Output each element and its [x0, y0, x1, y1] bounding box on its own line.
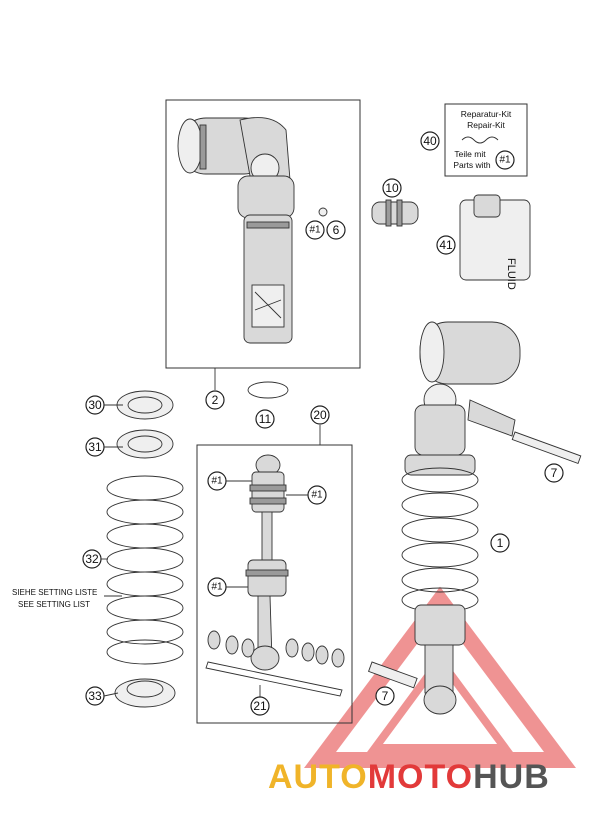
circlip-illustration — [247, 381, 289, 399]
spring-seat-33-illustration — [114, 678, 176, 708]
kit-label-line3: Teile mit — [454, 149, 486, 159]
fluid-can-illustration: FLUID — [459, 194, 531, 290]
callout-41: 41 — [436, 235, 456, 255]
svg-text:21: 21 — [253, 699, 267, 713]
hash-callout-kit: #1 — [495, 150, 515, 170]
svg-text:#1: #1 — [309, 225, 321, 236]
svg-text:30: 30 — [88, 398, 102, 412]
can-label: FLUID — [505, 258, 517, 290]
hash-callout-shock: #1 — [305, 220, 325, 240]
svg-text:#1: #1 — [211, 476, 223, 487]
callout-2: 2 — [205, 390, 225, 410]
svg-text:33: 33 — [88, 689, 102, 703]
svg-text:40: 40 — [423, 134, 437, 148]
svg-text:7: 7 — [551, 466, 558, 480]
callout-20: 20 — [310, 405, 330, 425]
callout-10: 10 — [382, 178, 402, 198]
kit-label-line2: Repair-Kit — [467, 120, 505, 130]
svg-text:2: 2 — [212, 393, 219, 407]
piston-rod-illustration — [245, 454, 289, 671]
svg-text:6: 6 — [333, 223, 340, 237]
spring-seat-31-illustration — [116, 429, 174, 459]
watermark-part2: MOTO — [368, 758, 473, 796]
svg-text:31: 31 — [88, 440, 102, 454]
frame-piston-rod-assembly — [196, 444, 353, 724]
svg-text:11: 11 — [259, 412, 272, 426]
callout-40: 40 — [420, 131, 440, 151]
hash-callout-piston-upper-left: #1 — [207, 471, 227, 491]
svg-text:#1: #1 — [499, 155, 511, 166]
watermark-part1: AUTO — [268, 758, 368, 796]
hash-callout-piston-lower: #1 — [207, 577, 227, 597]
svg-text:#1: #1 — [311, 490, 323, 501]
kit-label-line4: Parts with — [453, 160, 491, 170]
svg-text:20: 20 — [313, 408, 327, 422]
callout-21: 21 — [250, 696, 270, 716]
setting-note-line1: SIEHE SETTING LISTE — [12, 588, 97, 597]
svg-text:41: 41 — [439, 238, 453, 252]
hash-callout-piston-upper-right: #1 — [307, 485, 327, 505]
kit-label-line1: Reparatur-Kit — [461, 109, 512, 119]
bolt-illustration — [368, 661, 418, 689]
callout-32: 32 — [82, 549, 102, 569]
svg-text:10: 10 — [385, 181, 399, 195]
svg-text:#1: #1 — [211, 582, 223, 593]
callout-11: 11 — [255, 409, 275, 429]
callout-31: 31 — [85, 437, 105, 457]
callout-33: 33 — [85, 686, 105, 706]
callout-6: 6 — [326, 220, 346, 240]
shock-absorber-illustration — [177, 117, 328, 344]
callout-1: 1 — [490, 533, 510, 553]
frame-shock-subassembly — [165, 99, 361, 369]
callout-7-top: 7 — [544, 463, 564, 483]
callout-7-bottom: 7 — [375, 686, 395, 706]
setting-note-line2: SEE SETTING LIST — [18, 600, 90, 609]
callout-30: 30 — [85, 395, 105, 415]
watermark-part3: HUB — [473, 758, 550, 796]
spring-seat-30-illustration — [116, 390, 174, 420]
repair-kit-box: Reparatur-Kit Repair-Kit Teile mit Parts… — [444, 103, 528, 177]
shim-stack-illustration — [207, 630, 345, 668]
svg-text:1: 1 — [497, 536, 504, 550]
svg-text:7: 7 — [382, 689, 389, 703]
watermark-triangle — [304, 586, 576, 768]
svg-text:32: 32 — [85, 552, 99, 566]
valve-illustration — [371, 199, 419, 227]
watermark-text: AUTOMOTOHUB — [268, 758, 550, 796]
complete-shock-illustration — [401, 321, 582, 715]
spring-illustration — [106, 475, 184, 665]
